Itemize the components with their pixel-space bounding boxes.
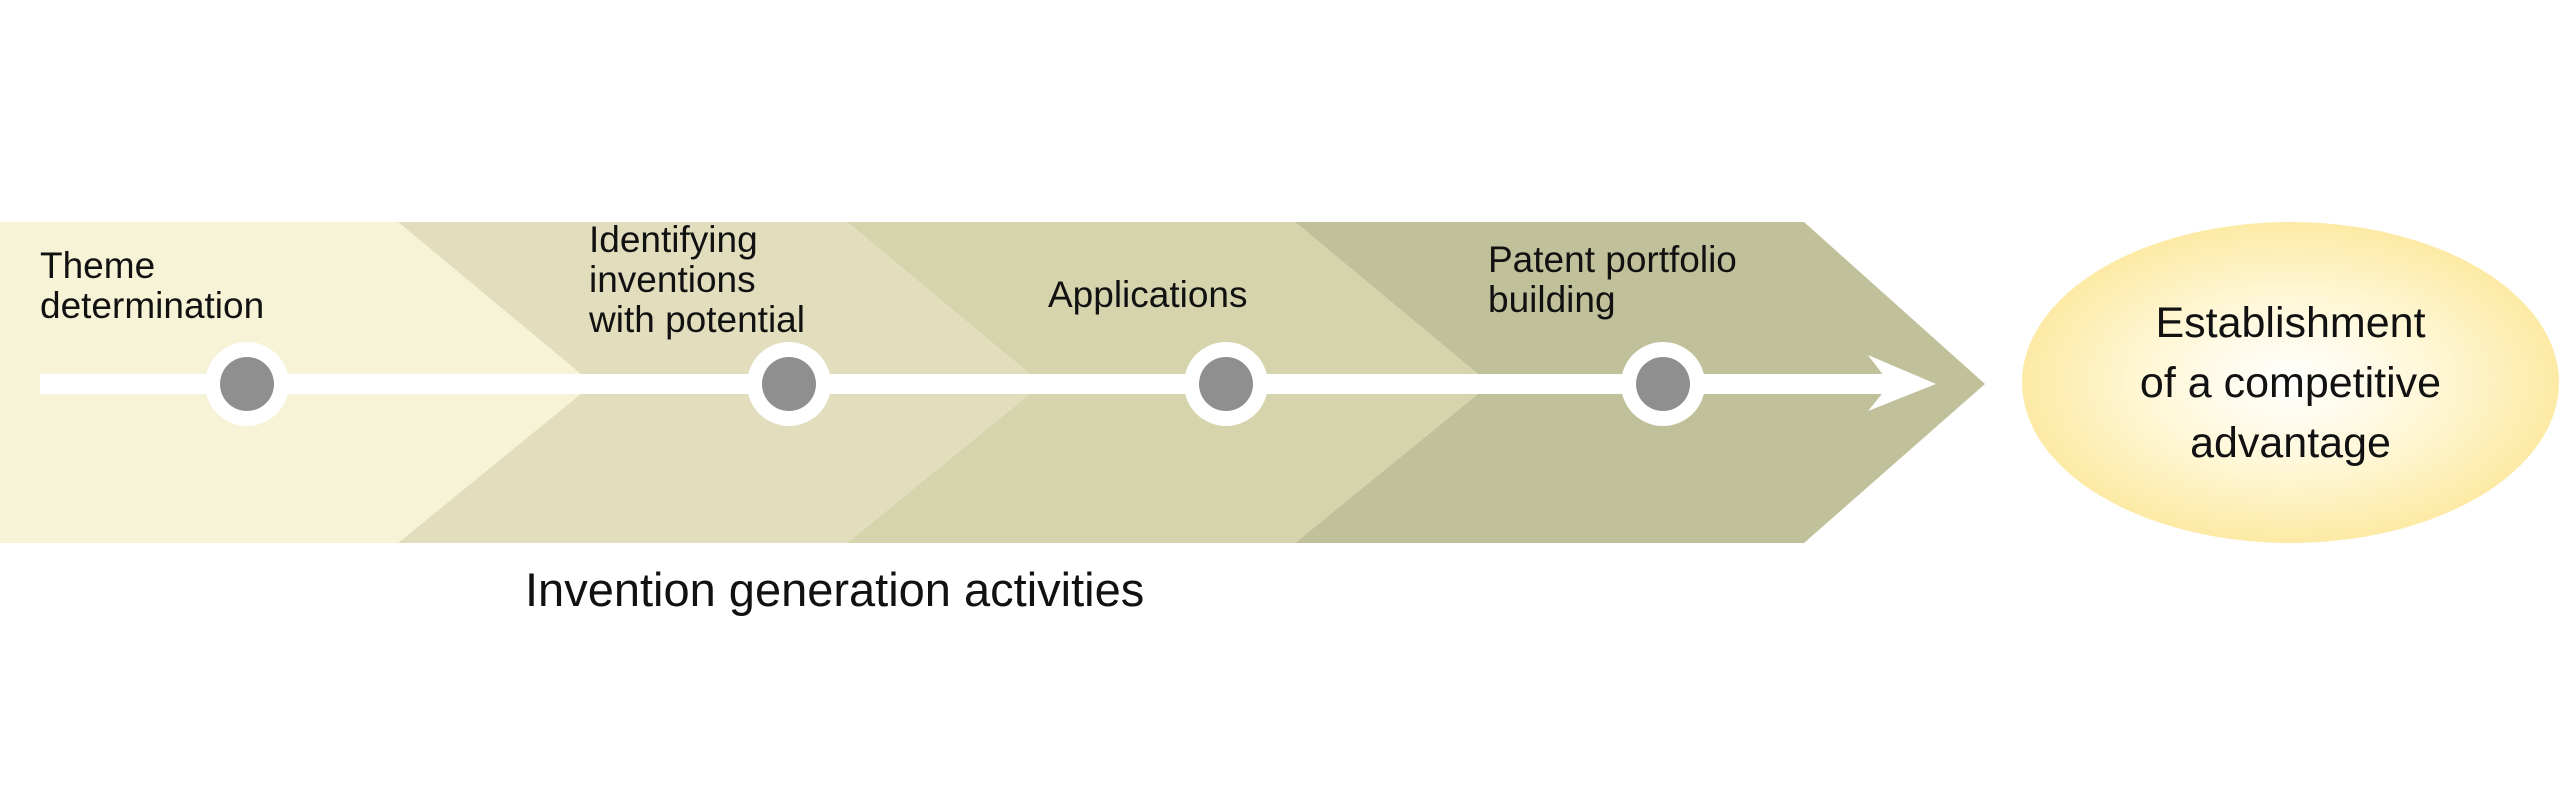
timeline-node-applications (1184, 342, 1268, 426)
timeline-node-patent-portfolio (1621, 342, 1705, 426)
timeline-track (40, 374, 1900, 394)
diagram-caption: Invention generation activities (525, 563, 1145, 616)
stage-label-applications: Applications (1048, 274, 1248, 315)
timeline-node-identifying (747, 342, 831, 426)
goal-ellipse: Establishment of a competitive advantage (2022, 222, 2559, 543)
stage-label-theme-determination: Theme determination (40, 245, 265, 326)
timeline-node-theme (205, 342, 289, 426)
stage-label-patent-portfolio: Patent portfolio building (1488, 239, 1737, 320)
goal-text: Establishment of a competitive advantage (2139, 298, 2442, 467)
timeline-arrow-head (1868, 355, 1936, 411)
stage-label-identifying-inventions: Identifying inventions with potential (589, 219, 805, 340)
